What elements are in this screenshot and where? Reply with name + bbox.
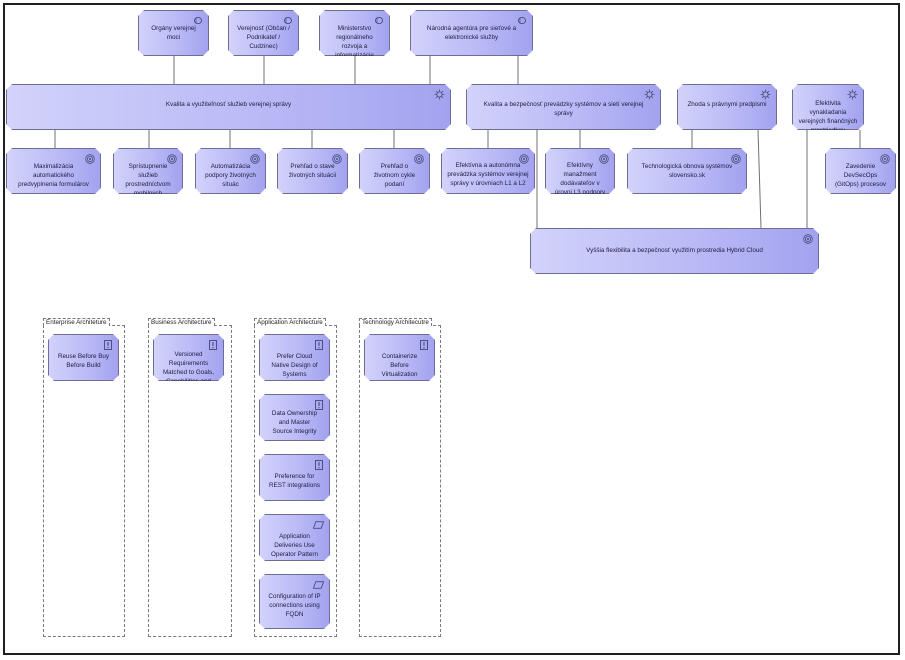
goal-technologicka-obnova[interactable]: Technologická obnova systémov slovensko.… — [627, 148, 747, 194]
element-label: Efektívna a autonómna prevádzka systémov… — [447, 162, 529, 188]
element-label: Prehľad o stave životných situácii — [288, 163, 337, 180]
group-technology-architecture[interactable]: Technology Architecutre — [359, 318, 441, 637]
element-label: Data Ownership and Master Source Integri… — [271, 410, 318, 436]
goal-devsecops[interactable]: Zavedenie DevSecOps (GitOps) procesov — [825, 148, 896, 194]
element-label: Containerize Before Virtualization — [381, 353, 418, 379]
goal-stav-zivotnych-situacii[interactable]: Prehľad o stave životných situácii — [277, 148, 348, 194]
stakeholder-icon — [282, 15, 293, 26]
element-label: Kvalita a využiteľnosť služieb verejnej … — [165, 101, 292, 108]
element-label: Národná agentúra pre sieťové a elektroni… — [426, 25, 517, 42]
goal-icon — [249, 153, 260, 164]
driver-icon — [760, 89, 771, 100]
stakeholder-verejnost[interactable]: Verejnosť (Občan / Podnikateľ / Cudzinec… — [228, 10, 299, 56]
stakeholder-ministerstvo[interactable]: Ministerstvo regionálneho rozvoja a info… — [319, 10, 390, 56]
element-label: Configuration of IP connections using FQ… — [268, 593, 321, 619]
stakeholder-narodna-agentura[interactable]: Národná agentúra pre sieťové a elektroni… — [410, 10, 533, 56]
principle-icon — [313, 339, 324, 350]
group-business-architecture[interactable]: Business Architecture — [148, 318, 232, 637]
element-label: Technologická obnova systémov slovensko.… — [641, 163, 733, 180]
goal-icon — [166, 153, 177, 164]
principle-icon — [418, 339, 429, 350]
stakeholder-icon — [373, 15, 384, 26]
goal-icon — [331, 153, 342, 164]
goal-icon — [879, 153, 890, 164]
principle-fqdn[interactable]: Configuration of IP connections using FQ… — [259, 574, 330, 629]
principle-icon — [207, 339, 218, 350]
goal-icon — [413, 153, 424, 164]
element-label: Maximalizácia automatického predvyplneni… — [18, 163, 89, 189]
element-label: Vyššia flexibilita a bezpečnosť využitím… — [586, 247, 763, 255]
group-application-architecture[interactable]: Application Architecture — [254, 318, 337, 637]
element-label: Application Deliveries Use Operator Patt… — [271, 533, 318, 559]
goal-icon — [518, 153, 529, 164]
goal-icon — [84, 153, 95, 164]
stakeholder-organy[interactable]: Orgány verejnej moci — [138, 10, 209, 56]
principle-icon — [102, 339, 113, 350]
element-label: Zavedenie DevSecOps (GitOps) procesov — [834, 163, 887, 189]
driver-efektivita[interactable]: Efektivita vynakladania verejných finanč… — [792, 84, 864, 130]
driver-zhoda[interactable]: Zhoda s právnymi predpismi — [677, 84, 777, 130]
element-label: Kvalita a bezpečnosť prevádzky systémov … — [483, 101, 644, 118]
element-label: Preference for REST integrations — [269, 473, 320, 490]
goal-autonomna-prevadzka[interactable]: Efektívna a autonómna prevádzka systémov… — [441, 148, 535, 194]
stakeholder-icon — [192, 15, 203, 26]
goal-hybrid-cloud[interactable]: Vyššia flexibilita a bezpečnosť využitím… — [530, 228, 819, 274]
principle-icon — [313, 459, 324, 470]
group-label: Application Architecture — [254, 318, 326, 326]
goal-zivotny-cyklus-podani[interactable]: Prehľad o životnom cykle podaní — [359, 148, 430, 194]
goal-icon — [730, 153, 741, 164]
driver-icon — [847, 89, 858, 100]
group-label: Business Architecture — [148, 318, 215, 326]
principle-reuse-before-buy[interactable]: Reuse Before Buy Before Build — [48, 334, 119, 381]
stakeholder-icon — [516, 15, 527, 26]
principle-data-ownership[interactable]: Data Ownership and Master Source Integri… — [259, 394, 330, 441]
principle-rest-integrations[interactable]: Preference for REST integrations — [259, 454, 330, 501]
group-label: Enterprise Architeture — [43, 318, 110, 326]
element-label: Zhoda s právnymi predpismi — [687, 101, 767, 108]
group-enterprise-architecture[interactable]: Enterprise Architeture — [43, 318, 125, 637]
principle-operator-pattern[interactable]: Application Deliveries Use Operator Patt… — [259, 514, 330, 561]
principle-containerize[interactable]: Containerize Before Virtualization — [364, 334, 435, 381]
element-label: Ministerstvo regionálneho rozvoja a info… — [335, 25, 374, 60]
driver-kvalita-bezpecnost[interactable]: Kvalita a bezpečnosť prevádzky systémov … — [466, 84, 661, 130]
goal-manazment-dodavatelov[interactable]: Efektívny manažment dodávateľov v úrovni… — [545, 148, 615, 194]
goal-mobilne[interactable]: Sprístupnenie služieb prostredníctvom mo… — [113, 148, 183, 194]
group-label: Technology Architecutre — [359, 318, 432, 326]
principle-cloud-native[interactable]: Prefer Cloud Native Design of Systems — [259, 334, 330, 381]
principle-icon — [313, 399, 324, 410]
goal-icon — [802, 233, 813, 244]
goal-icon — [598, 153, 609, 164]
data-object-icon — [313, 579, 324, 590]
goal-automatizacia[interactable]: Automatizácia podpory životných situác — [195, 148, 266, 194]
element-label: Verejnosť (Občan / Podnikateľ / Cudzinec… — [237, 25, 290, 51]
data-object-icon — [313, 519, 324, 530]
driver-icon — [434, 89, 445, 100]
element-label: Orgány verejnej moci — [151, 25, 196, 42]
goal-predvyplnenie[interactable]: Maximalizácia automatického predvyplneni… — [6, 148, 101, 194]
driver-kvalita-sluzieb[interactable]: Kvalita a využiteľnosť služieb verejnej … — [6, 84, 451, 130]
element-label: Reuse Before Buy Before Build — [57, 353, 110, 370]
element-label: Prefer Cloud Native Design of Systems — [271, 353, 318, 379]
element-label: Automatizácia podpory životných situác — [205, 163, 256, 189]
principle-versioned-requirements[interactable]: Versioned Requirements Matched to Goals,… — [153, 334, 224, 381]
element-label: Prehľad o životnom cykle podaní — [373, 163, 416, 189]
driver-icon — [644, 89, 655, 100]
